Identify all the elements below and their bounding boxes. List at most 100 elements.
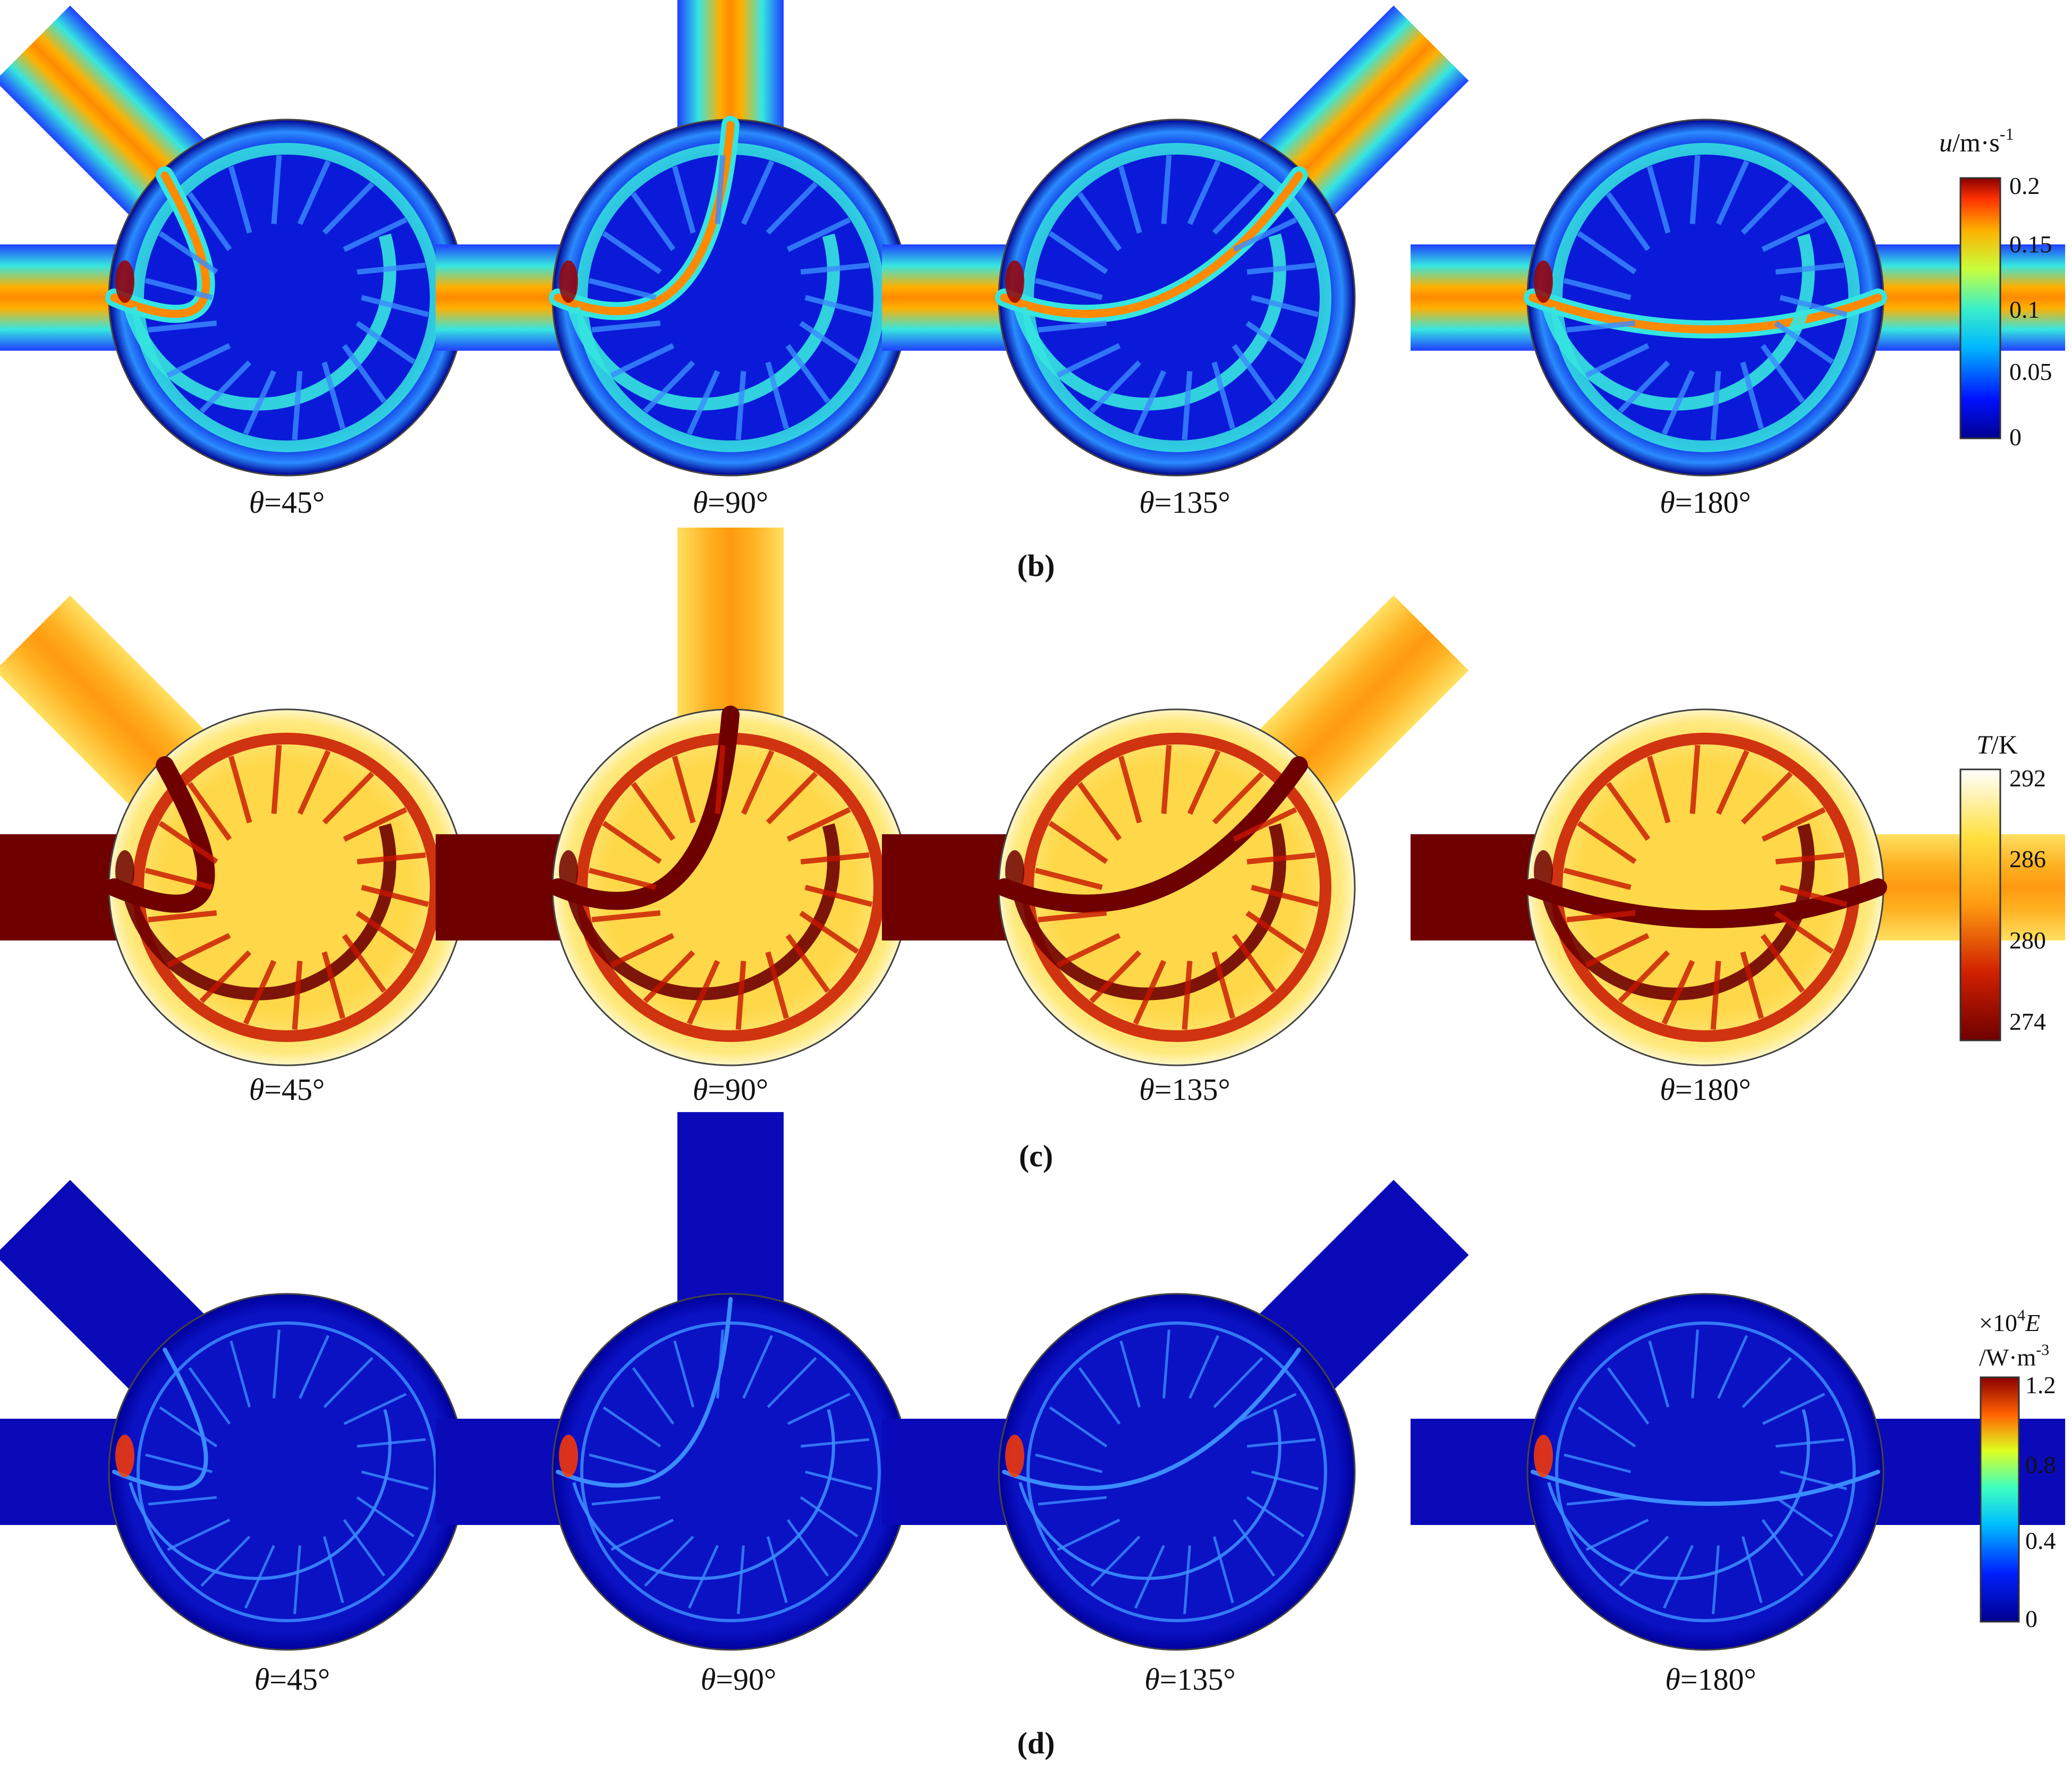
branch-channel: [1774, 320, 1834, 365]
branch-channel: [1233, 1393, 1297, 1425]
colorbar-velocity: u/m·s-1 0.2 0.15 0.1 0.05 0: [1939, 124, 2052, 451]
theta-label-b-180: θ=180°: [1660, 485, 1751, 520]
colorbar-temperature-bar: [1959, 768, 2001, 1041]
branch-channel: [1233, 217, 1297, 252]
flow-field-d-45: [0, 1180, 466, 1651]
branch-channel: [1162, 1329, 1170, 1399]
branch-channel: [1661, 960, 1695, 1025]
inlet-hotspot: [115, 1435, 134, 1477]
branch-channel: [228, 756, 252, 824]
branch-channel: [1245, 320, 1305, 365]
ring-channel: [1026, 1321, 1327, 1622]
branch-channel: [1246, 262, 1316, 275]
branch-channel: [292, 371, 303, 440]
branch-channel: [271, 155, 282, 224]
theta-label-c-45: θ=45°: [249, 1072, 325, 1107]
branch-channel: [228, 166, 252, 234]
branch-channel: [1211, 951, 1236, 1019]
panel-label-d: (d): [1017, 1726, 1055, 1760]
branch-channel: [1761, 1519, 1804, 1577]
inlet-hotspot: [559, 260, 578, 303]
flow-field-c-180: [1411, 708, 2066, 1066]
branch-channel: [355, 320, 415, 365]
inlet-hotspot: [1005, 1435, 1024, 1477]
main-channel-core: [110, 171, 210, 318]
branch-channel: [1187, 750, 1221, 815]
branch-channel: [158, 820, 218, 865]
branch-channel: [1712, 1545, 1720, 1614]
flow-field-b-135: [882, 5, 1469, 477]
branch-channel: [1188, 1335, 1220, 1399]
colorbar-dissipation-tick: 0.8: [2025, 1451, 2056, 1478]
branch-channel: [804, 885, 873, 907]
branch-channel: [297, 750, 331, 815]
colorbar-temperature: T/K 292 286 280 274: [1959, 730, 2046, 1041]
branch-channel: [321, 951, 346, 1019]
branch-channel: [1689, 155, 1701, 224]
branch-channel: [230, 1340, 251, 1408]
branch-channel: [591, 1496, 661, 1506]
colorbar-velocity-tick: 0.2: [2009, 172, 2040, 199]
branch-channel: [1057, 1519, 1120, 1551]
branch-channel: [588, 278, 657, 300]
branch-channel: [741, 750, 775, 815]
branch-channel: [292, 961, 303, 1030]
branch-channel: [1740, 361, 1764, 429]
branch-channel: [243, 370, 277, 435]
branch-channel: [1775, 262, 1845, 275]
branch-channel: [1646, 166, 1671, 234]
branch-channel: [1077, 192, 1122, 251]
branch-channel: [716, 1329, 724, 1399]
inlet-hotspot: [115, 260, 134, 303]
branch-channel: [1710, 961, 1721, 1030]
theta-label-c-135: θ=135°: [1139, 1072, 1230, 1107]
inlet-hotspot: [1534, 260, 1553, 303]
branch-channel: [1606, 192, 1651, 251]
branch-channel: [1038, 320, 1107, 333]
branch-channel: [1774, 910, 1834, 954]
branch-channel: [200, 1536, 251, 1587]
theta-label-d-135: θ=135°: [1144, 1662, 1235, 1697]
branch-channel: [148, 1496, 217, 1506]
branch-channel: [1056, 343, 1121, 378]
colorbar-temperature-tick: 274: [2009, 1008, 2046, 1035]
branch-channel: [1566, 320, 1636, 333]
main-channel: [1531, 1470, 1880, 1506]
branch-channel: [1577, 820, 1637, 865]
branch-channel: [1566, 1496, 1636, 1506]
branch-channel: [1774, 1496, 1833, 1538]
branch-channel: [800, 1496, 859, 1538]
branch-channel: [159, 1406, 218, 1447]
branch-channel: [145, 868, 213, 890]
branch-channel: [1089, 950, 1142, 1003]
arc-channel: [567, 823, 840, 1001]
branch-channel: [673, 1340, 695, 1408]
branch-channel: [715, 745, 726, 814]
branch-channel: [1648, 1340, 1670, 1408]
branch-channel: [1740, 182, 1793, 235]
branch-channel: [785, 934, 830, 993]
colorbar-velocity-tick: 0.05: [2009, 358, 2052, 385]
branch-channel: [767, 1357, 817, 1408]
branch-channel: [158, 231, 218, 275]
branch-channel: [1760, 934, 1805, 993]
branch-channel: [737, 1545, 745, 1614]
main-channel-core: [1000, 761, 1303, 908]
chamber-disk: [1526, 118, 1884, 477]
branch-channel: [766, 182, 818, 235]
main-channel: [1002, 1348, 1301, 1490]
branch-channel: [1038, 1496, 1107, 1506]
inlet-hotspot: [1005, 260, 1024, 303]
branch-channel: [1779, 885, 1848, 907]
branch-channel: [1133, 370, 1167, 435]
branch-channel: [602, 231, 662, 275]
branch-channel: [1564, 1453, 1631, 1473]
branch-channel: [591, 910, 661, 922]
branch-channel: [1182, 961, 1193, 1030]
branch-channel: [742, 1335, 774, 1399]
branch-channel: [588, 868, 657, 890]
panel-label-b: (b): [1017, 548, 1055, 583]
inlet-hotspot: [559, 1435, 578, 1477]
branch-channel: [1742, 1357, 1792, 1408]
